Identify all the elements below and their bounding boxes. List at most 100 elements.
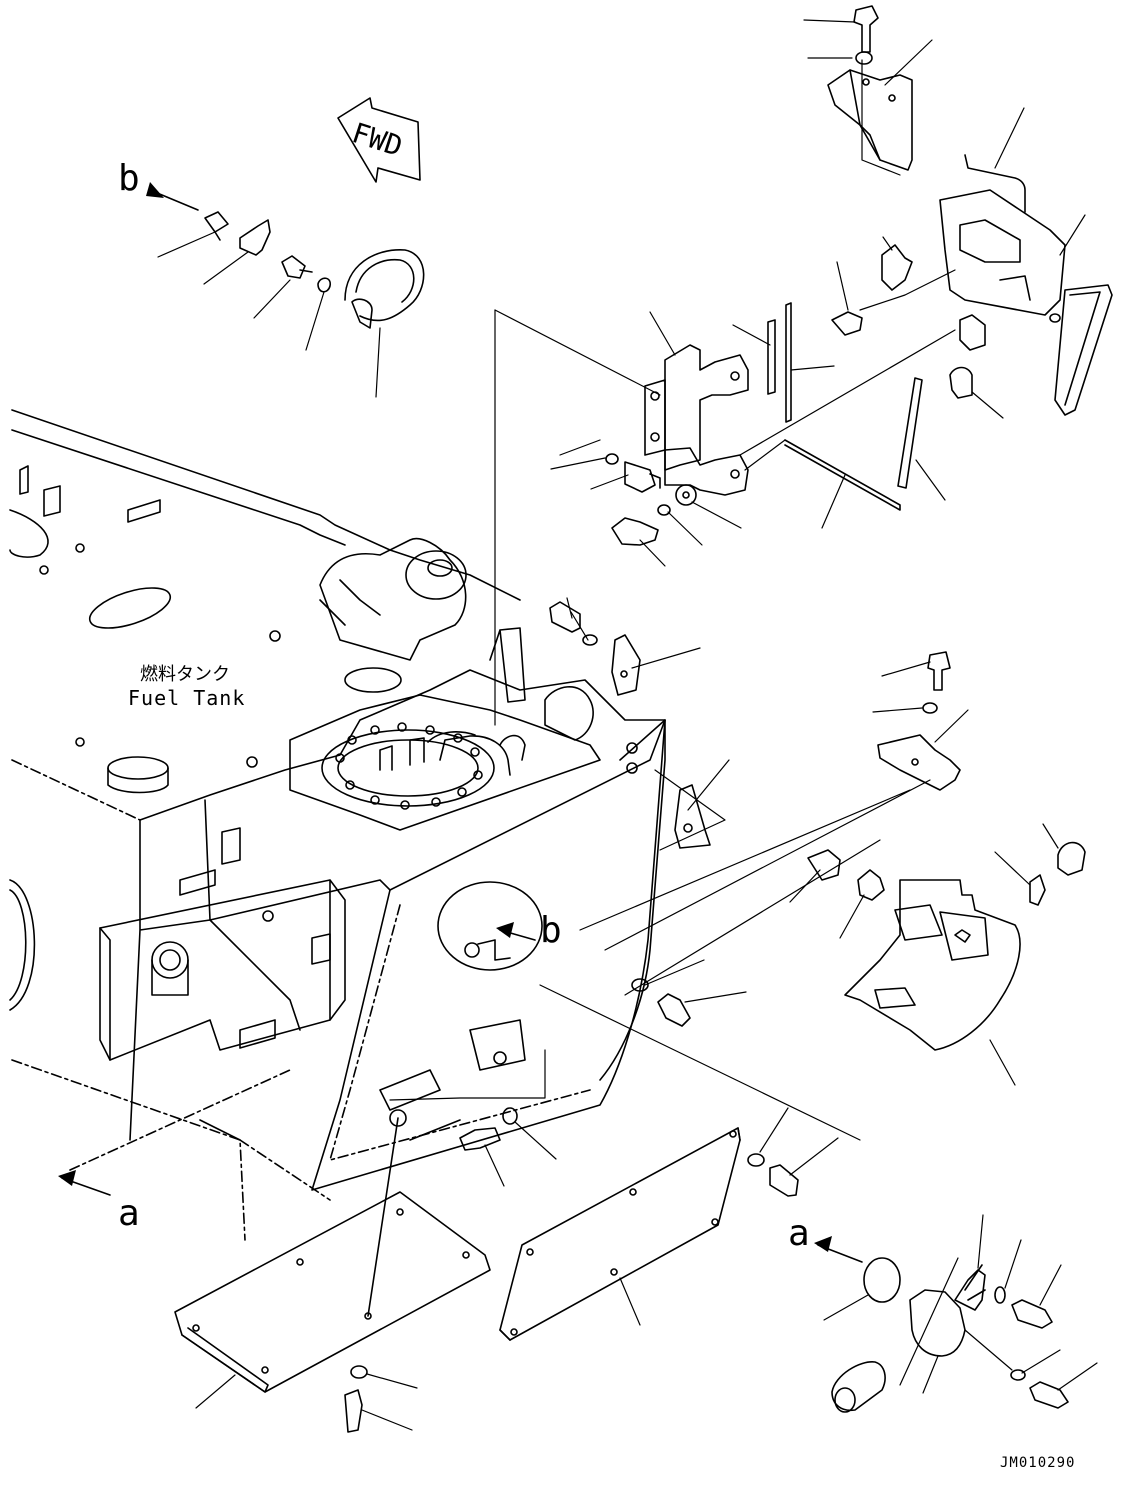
assembly-line [965,1330,1012,1370]
angle-bracket [675,785,710,848]
frame-bracket [20,466,60,516]
mount-bracket-lower [665,448,748,495]
callout-b-arrowhead [146,182,164,198]
hinge-bracket [878,735,960,790]
mount-bracket-hole [731,372,739,380]
plate-holes [511,1131,736,1335]
cover-box-inner [960,220,1030,300]
callout-a-left-arrowhead [58,1170,76,1186]
frame-oval-plate [108,757,168,779]
bracket-top-fold [850,70,880,160]
flat-washer [676,485,696,505]
lower-cover [845,880,1020,1050]
forward-label: FWD [348,116,406,163]
upper-cover-bracket-group [828,6,1112,415]
washer [1011,1370,1025,1380]
washer [583,635,597,645]
tank-right-plate [600,720,665,1080]
lower-cover-hole [955,930,970,942]
tank-left-side [130,800,390,1140]
plate-holes [193,1209,469,1373]
tank-bolt [627,743,637,753]
frame-boss [270,631,280,641]
lamp-group [832,1258,1068,1412]
washer [351,1366,367,1378]
tank-mount-bracket [545,687,593,740]
cover-box [940,190,1065,315]
seal-strip-diag [898,378,922,488]
lamp-bulb-end [835,1388,855,1412]
gauge-flange-inner [338,740,478,796]
bolt [625,462,660,492]
washer [748,1154,764,1166]
callout-a-right-arrowhead [814,1236,832,1252]
bolt [770,1165,798,1196]
washer [658,505,670,515]
elbow-fitting [205,212,228,240]
washer [995,1287,1005,1303]
frame-boss [263,911,273,921]
leader-lines-mid [540,598,1058,1140]
frame-boss [76,544,84,552]
side-box [100,880,345,1060]
assembly-line [368,1118,398,1316]
leader-lines-bottom [196,1050,838,1430]
cover-bolt [832,312,862,335]
assembly-line [495,310,785,470]
tank-front-face-inner [330,905,590,1160]
mount-bracket-upper [665,345,748,470]
mount-bracket-hole [651,433,659,441]
forward-arrow: FWD [338,98,420,182]
tank-lower-bracket [470,1020,525,1070]
tank-lower-bracket [240,1020,275,1048]
mount-bracket-hole [731,470,739,478]
seal-strip [768,320,775,394]
seal-strip [786,303,791,422]
washer [923,703,937,713]
lower-cover-knob [1058,843,1085,875]
tank-bolt [627,763,637,773]
mid-bracket-group [550,602,1085,1050]
side-box-bracket [222,828,240,864]
washer [632,979,648,991]
filler-cap [406,551,466,599]
lower-cover-bracket [875,905,942,1008]
bolt [550,602,580,632]
frame-left-rail [10,510,48,557]
side-box-port [152,942,188,978]
bracket-top-hole [863,79,869,85]
tank-lower-bolt [390,1110,406,1126]
bolt [612,518,658,545]
assembly-line [540,770,930,1140]
fuel-tank-label-jp: 燃料タンク [140,664,230,685]
frame-oval-plate-side [108,768,168,793]
small-bracket [612,635,640,695]
tank-left-side [200,920,300,1140]
frame-cylinder [10,880,34,1010]
bracket-top-hole [889,95,895,101]
assembly-line [740,270,955,455]
lower-cover-clip [1030,875,1045,905]
frame-rail [12,410,520,600]
bracket-top [828,70,912,170]
seal-strip-long [785,440,900,510]
tank-lower-bracket [380,1070,460,1140]
leader-lines-top-right [804,20,1085,418]
flat-washer-hole [683,492,689,498]
frame-boss [247,757,257,767]
tank-lower-bolt [494,1052,506,1064]
under-cover-plate-edge [182,1328,268,1392]
callout-a-left: a [58,1170,140,1234]
view-hole [465,943,479,957]
side-box-port-neck [152,960,188,995]
cover-panel-inner [1065,292,1100,405]
leader-lines-top-left [158,232,380,397]
bolt [460,1128,500,1150]
filler-neck-side [320,580,380,625]
lamp-bracket [955,1270,985,1310]
gauge-flange [322,730,494,806]
callout-a-right-label: a [788,1213,810,1254]
bottom-plate-center [460,1108,798,1340]
frame-boss [76,738,84,746]
